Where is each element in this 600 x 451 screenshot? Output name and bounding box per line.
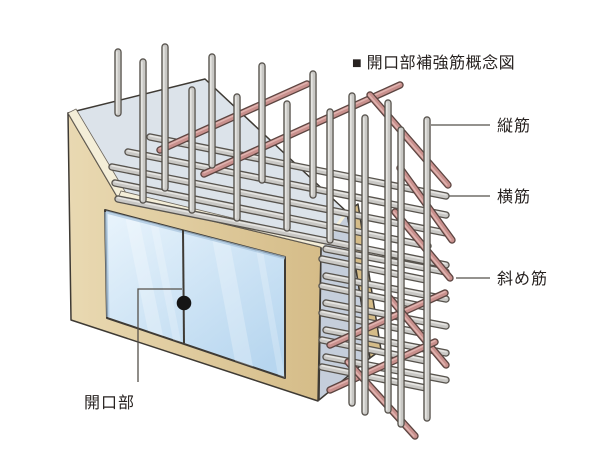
rebar-vertical [283,100,291,232]
rebar-vertical [397,126,405,428]
rebar-layer [108,43,456,440]
rebar-vertical [384,99,392,414]
rebar-diagonal [366,91,452,189]
window-mullion [182,229,185,344]
rebar-horizontal [318,255,430,284]
rebar-horizontal [146,133,450,200]
rebar-vertical [326,108,334,244]
rebar-vertical [161,43,169,192]
figure-title: ■ 開口部補強筋概念図 [352,53,515,72]
rebar-diagonal [326,338,439,394]
window-reflections [125,216,285,378]
rebar-vertical [208,53,216,169]
rebar-vertical [361,114,369,416]
rebar-horizontal [111,179,432,250]
label-horizontal-bar: 横筋 [497,188,531,206]
rebar-vertical [233,93,241,222]
rebar-vertical [258,62,266,184]
rebar-vertical [309,70,317,199]
rebar-vertical [139,58,147,204]
label-diagonal-bar: 斜め筋 [497,270,548,288]
rebar-vertical [114,48,122,117]
window-inner-shadow [104,210,286,318]
label-vertical-bar: 縦筋 [497,117,531,135]
leader-opening [137,288,182,382]
rebar-horizontal [318,282,430,311]
rebar-vertical [348,92,356,407]
rebar-vertical [188,86,196,214]
rebar-vertical [423,116,431,422]
window-lock-dot [176,295,192,311]
window [104,209,286,379]
rebar-horizontal [318,363,430,392]
label-opening: 開口部 [84,394,135,412]
